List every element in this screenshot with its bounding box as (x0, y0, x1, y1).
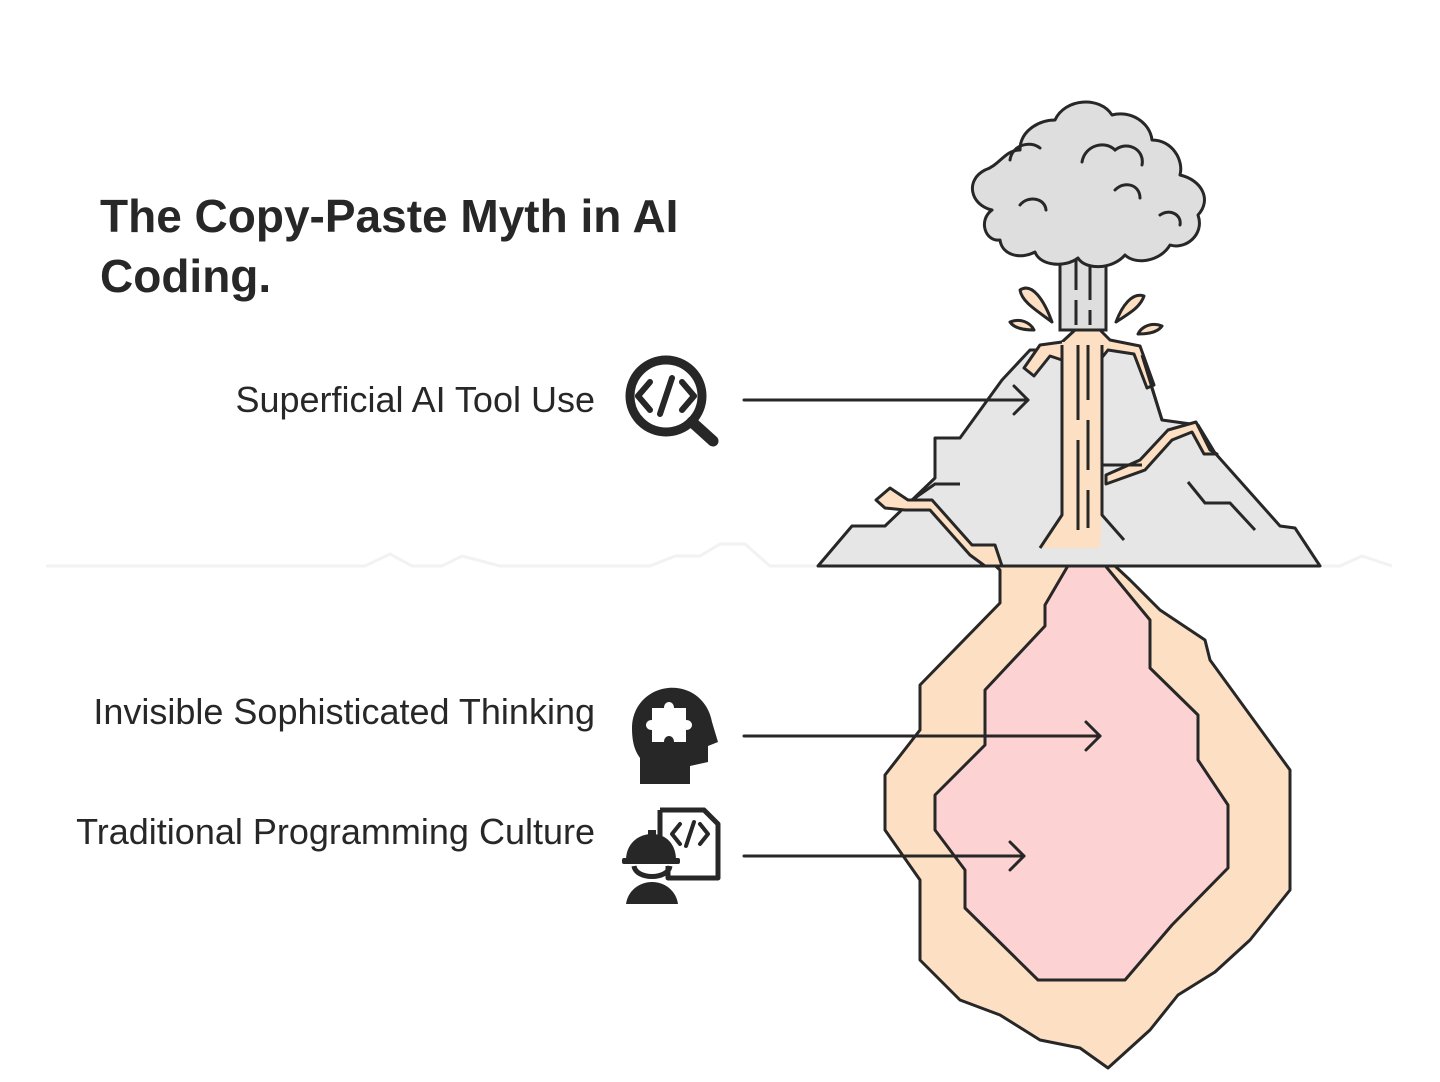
lava-splash-left (1008, 286, 1054, 332)
arrow-traditional (742, 840, 1026, 872)
code-search-icon (625, 355, 719, 447)
conduit-dashes (1076, 345, 1090, 530)
arrow-invisible (742, 720, 1102, 752)
lava-flow-right (1104, 420, 1219, 486)
conduit-walls (1038, 345, 1142, 549)
label-invisible-sophisticated-thinking: Invisible Sophisticated Thinking (93, 691, 595, 732)
arrow-superficial (742, 384, 1030, 416)
ash-cloud-details (1008, 142, 1182, 227)
slope-ledges (911, 354, 1257, 532)
label-traditional-programming-culture: Traditional Programming Culture (76, 811, 595, 852)
label-superficial-ai-tool-use: Superficial AI Tool Use (235, 379, 595, 420)
column-dashes (1074, 255, 1092, 325)
page-title: The Copy-Paste Myth in AI Coding. (100, 190, 679, 302)
ash-cloud (970, 100, 1206, 269)
lava-splash-right (1114, 293, 1164, 336)
magma-core (933, 550, 1230, 982)
lava-flow-left (874, 486, 1004, 568)
engineer-code-icon (622, 807, 721, 904)
puzzle-head-icon (632, 687, 718, 784)
